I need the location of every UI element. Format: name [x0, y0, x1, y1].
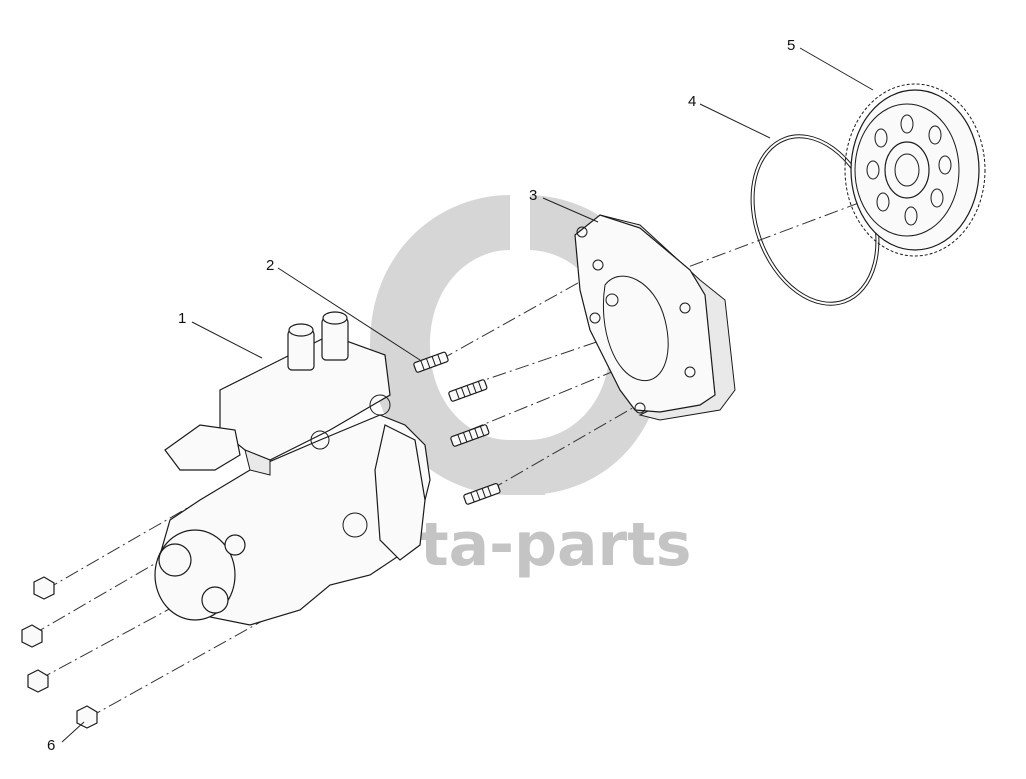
- port: [224, 534, 246, 556]
- rear-flange: [374, 424, 426, 561]
- gear-holes: [866, 114, 952, 226]
- flange-face: [574, 214, 716, 413]
- flange-dowel: [605, 293, 619, 307]
- axis-line: [31, 519, 231, 636]
- leader-6: [61, 721, 85, 743]
- studs: [413, 351, 501, 505]
- leader-4: [699, 103, 771, 139]
- stud: [448, 379, 488, 402]
- leader-3: [542, 197, 599, 223]
- port: [158, 543, 192, 577]
- sensor-connector: [164, 424, 241, 471]
- gear-hub: [884, 141, 930, 199]
- mount-hole: [310, 430, 330, 450]
- leader-5: [799, 47, 874, 91]
- stud: [450, 424, 490, 447]
- callout-3: 3: [529, 187, 537, 204]
- nut: [33, 576, 55, 600]
- port: [201, 586, 229, 614]
- stud: [413, 351, 449, 373]
- gear-web: [854, 103, 960, 237]
- leader-2: [277, 267, 421, 361]
- flange-bore: [602, 275, 669, 382]
- flange-hole: [589, 312, 601, 324]
- flange-hole: [679, 302, 691, 314]
- nuts: [21, 576, 98, 729]
- nut: [21, 624, 43, 648]
- gear-bore: [894, 153, 920, 187]
- drive-gear: [844, 83, 986, 257]
- fitting-cap: [322, 311, 348, 325]
- pump-head-side: [244, 449, 271, 476]
- fitting-cap: [288, 323, 314, 337]
- flange-hole: [684, 366, 696, 378]
- adapter-flange: [574, 214, 736, 421]
- watermark-text: ta-parts: [420, 510, 692, 580]
- callouts: 1 2 3 4 5 6: [47, 37, 795, 754]
- axis-line: [44, 494, 211, 591]
- leader-1: [191, 321, 263, 359]
- callout-5: 5: [787, 37, 795, 54]
- nut: [76, 705, 98, 729]
- flange-hole: [576, 226, 588, 238]
- nut: [27, 669, 49, 693]
- leader-lines: [61, 47, 874, 743]
- flange-hole: [634, 402, 646, 414]
- callout-2: 2: [266, 257, 274, 274]
- callout-6: 6: [47, 737, 55, 754]
- mount-hole: [369, 394, 391, 416]
- callout-4: 4: [688, 93, 696, 110]
- injection-pump: [154, 311, 431, 626]
- gear-teeth: [844, 83, 986, 257]
- flange-hole: [592, 259, 604, 271]
- stud: [463, 482, 501, 505]
- mount-hole: [342, 512, 368, 538]
- callout-1: 1: [178, 310, 186, 327]
